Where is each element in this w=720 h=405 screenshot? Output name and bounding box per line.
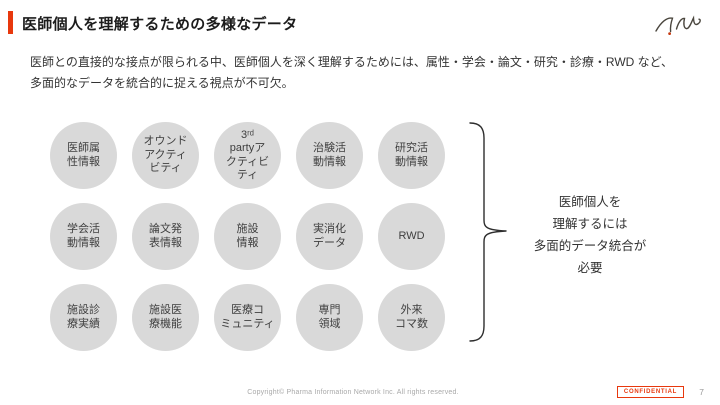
circle-label: 実消化 データ bbox=[313, 223, 346, 249]
data-circle-facility-info: 施設 情報 bbox=[214, 203, 281, 270]
data-circle-facility-treatment-results: 施設診 療実績 bbox=[50, 284, 117, 351]
curly-brace-icon bbox=[469, 122, 507, 342]
circle-label: 医師属 性情報 bbox=[67, 142, 100, 168]
data-circle-medical-community: 医療コ ミュニティ bbox=[214, 284, 281, 351]
data-circle-rwd: RWD bbox=[378, 203, 445, 270]
data-circle-3rd-party-activity: 3ʳᵈ partyア クティビ ティ bbox=[214, 122, 281, 189]
data-circle-outpatient-slots: 外来 コマ数 bbox=[378, 284, 445, 351]
data-circle-academic-society: 学会活 動情報 bbox=[50, 203, 117, 270]
circle-label: 施設 情報 bbox=[236, 223, 259, 249]
circle-label: 治験活 動情報 bbox=[313, 142, 346, 168]
circle-label: RWD bbox=[398, 229, 425, 242]
data-circles-grid: 医師属 性情報 オウンド アクティ ビティ 3ʳᵈ partyア クティビ ティ… bbox=[50, 122, 445, 351]
page-number: 7 bbox=[699, 387, 704, 397]
page-title: 医師個人を理解するための多様なデータ bbox=[22, 16, 298, 33]
circle-label: 学会活 動情報 bbox=[67, 223, 100, 249]
data-circle-doctor-attributes: 医師属 性情報 bbox=[50, 122, 117, 189]
circle-label: 専門 領域 bbox=[318, 304, 341, 330]
circle-label: 医療コ ミュニティ bbox=[220, 304, 275, 330]
circle-label: 施設医 療機能 bbox=[149, 304, 182, 330]
circle-label: 3ʳᵈ partyア クティビ ティ bbox=[225, 128, 270, 182]
company-logo-icon bbox=[655, 15, 701, 35]
circle-label: 外来 コマ数 bbox=[395, 304, 428, 330]
data-circle-specialty-area: 専門 領域 bbox=[296, 284, 363, 351]
data-circle-clinical-trial: 治験活 動情報 bbox=[296, 122, 363, 189]
body-text: 医師との直接的な接点が限られる中、医師個人を深く理解するためには、属性・学会・論… bbox=[30, 55, 674, 90]
circle-label: オウンド アクティ ビティ bbox=[143, 135, 188, 175]
title-accent-bar bbox=[8, 11, 13, 34]
circle-label: 論文発 表情報 bbox=[149, 223, 182, 249]
data-circle-consumption-data: 実消化 データ bbox=[296, 203, 363, 270]
data-circle-owned-activity: オウンド アクティ ビティ bbox=[132, 122, 199, 189]
data-circle-publications: 論文発 表情報 bbox=[132, 203, 199, 270]
logo-red-dot bbox=[668, 32, 671, 35]
data-circle-research-activity: 研究活 動情報 bbox=[378, 122, 445, 189]
data-circle-facility-medical-function: 施設医 療機能 bbox=[132, 284, 199, 351]
confidential-badge: CONFIDENTIAL bbox=[616, 386, 684, 398]
circle-label: 施設診 療実績 bbox=[67, 304, 100, 330]
callout-text: 医師個人を 理解するには 多面的データ統合が 必要 bbox=[533, 195, 647, 275]
footer-copyright: Copyright© Pharma Information Network In… bbox=[247, 389, 459, 396]
circle-label: 研究活 動情報 bbox=[395, 142, 428, 168]
